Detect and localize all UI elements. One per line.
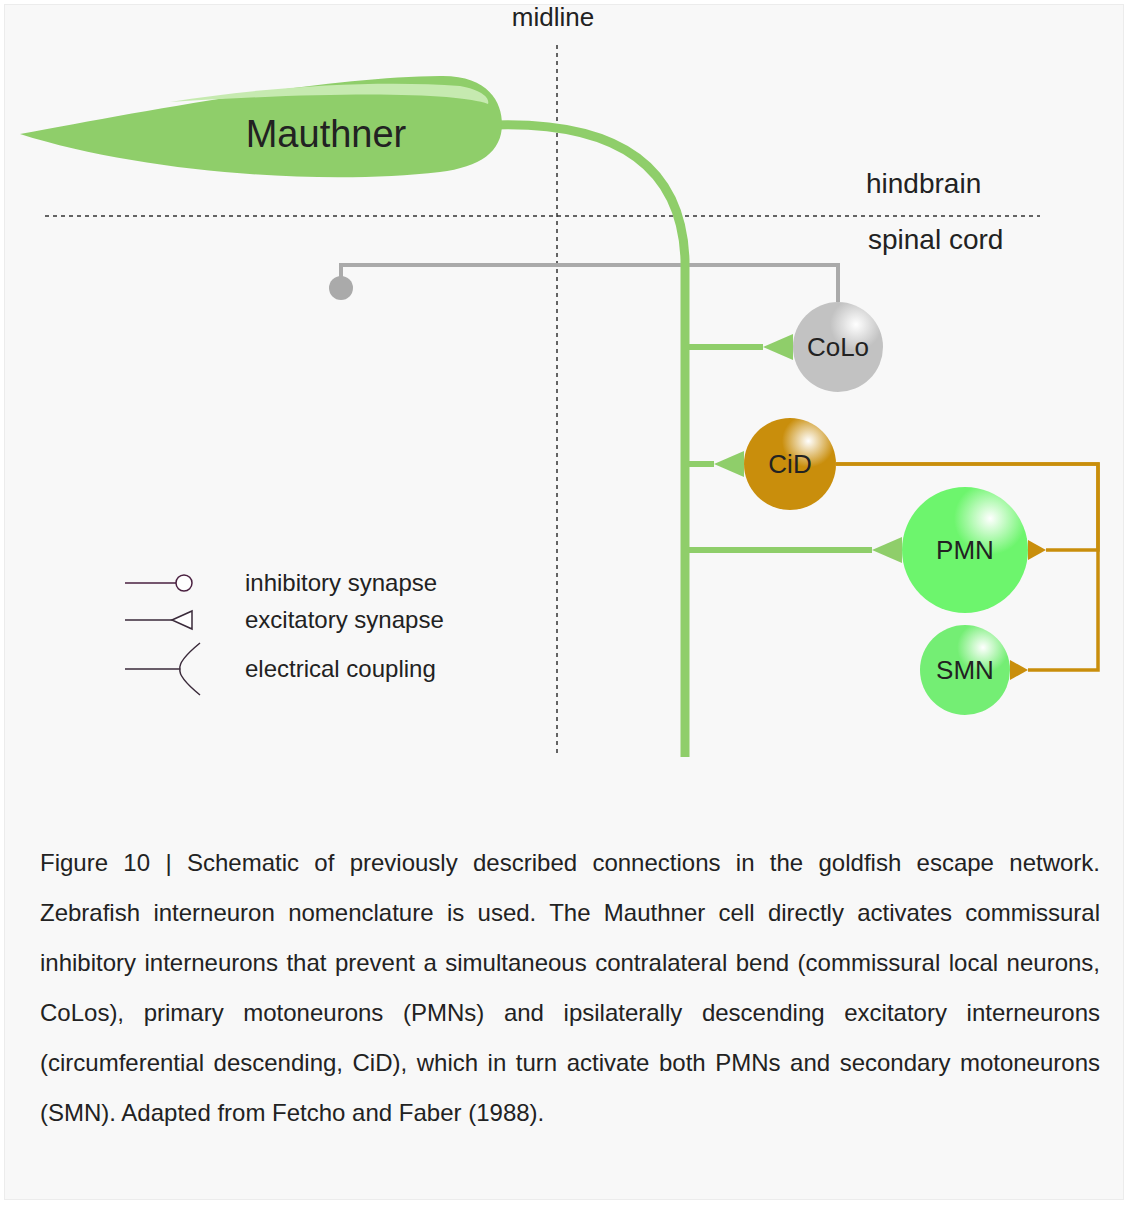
cell-name: PMN — [936, 535, 994, 566]
excitatory-synapse — [714, 451, 744, 477]
legend-sample — [125, 643, 200, 695]
mauthner-cell: Mauthner — [20, 72, 502, 197]
excitatory-synapse — [872, 537, 902, 563]
legend-text: excitatory synapse — [245, 606, 444, 634]
mauthner-axon — [495, 125, 685, 757]
axon-branch — [495, 124, 763, 347]
region-label: midline — [512, 2, 594, 33]
legend-sample — [125, 575, 192, 591]
smn-neuron: SMN — [920, 625, 1010, 715]
cell-name: CiD — [768, 449, 811, 480]
hindbrain-border — [45, 215, 1040, 217]
cell-name: Mauthner — [246, 113, 407, 156]
cid-neuron: CiD — [744, 418, 836, 510]
excitatory-synapse — [1028, 540, 1046, 560]
colo-neuron: CoLo — [793, 302, 883, 392]
cell-name: CoLo — [807, 332, 869, 363]
excitatory-synapse — [1010, 660, 1028, 680]
axon-branch — [495, 124, 714, 464]
excitatory-synapse — [763, 334, 793, 360]
soma-highlight — [170, 84, 488, 104]
colo-axon — [341, 265, 838, 302]
legend-sample — [125, 611, 192, 629]
synaptic-connection — [495, 124, 902, 563]
inhibitory-terminal — [329, 276, 353, 300]
soma-outline — [20, 76, 502, 177]
region-label: hindbrain — [866, 168, 981, 200]
figure-caption: Figure 10 | Schematic of previously desc… — [40, 838, 1100, 1138]
legend-text: inhibitory synapse — [245, 569, 437, 597]
midline-dash — [556, 45, 558, 757]
pmn-neuron: PMN — [902, 487, 1028, 613]
synaptic-connection — [495, 124, 744, 477]
region-label: spinal cord — [868, 224, 1003, 256]
legend-text: electrical coupling — [245, 655, 436, 683]
axon-branch — [495, 124, 872, 550]
cell-name: SMN — [936, 655, 994, 686]
